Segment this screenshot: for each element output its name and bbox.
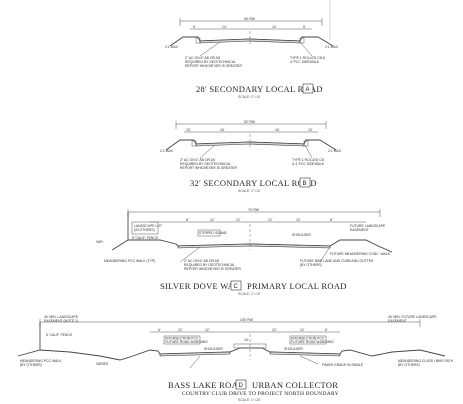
section-a-note-5: REPORT WHICHEVER IS GREATER	[185, 64, 242, 68]
section-b-note-5: REPORT WHICHEVER IS GREATER	[180, 166, 237, 170]
section-c-struct-3: REPORT WHICHEVER IS GREATER	[184, 267, 241, 271]
section-d-note-11: MEANDERING CLASS I BIKE PATH	[398, 359, 454, 363]
section-d-dim-4: 12'	[300, 328, 305, 332]
section-b-dim-3: 10'	[186, 128, 191, 132]
section-c-note-4: MEANDERING PCC WALK (TYP)	[104, 259, 155, 263]
section-d-note-2: EASEMENT (NOTE 1)	[44, 319, 78, 323]
section-c-row: 70' RW	[248, 208, 260, 212]
section-d-dim-median: 14'	[244, 338, 249, 342]
section-d-note-1: 40' MIN. LANDSCAPE	[44, 315, 79, 319]
section-b-note-2: & 4' PCC SIDEWALK	[292, 162, 325, 166]
section-b-dim-4: 10'	[308, 128, 313, 132]
section-b-slope-right: 2:1 MAX	[328, 149, 342, 153]
section-a-row: 50' RW	[244, 17, 256, 21]
section-a-tag	[302, 83, 314, 94]
section-c-scale: SCALE: 1"=10'	[238, 292, 261, 296]
section-c-note-5: STRIPED ISLAND	[199, 231, 227, 235]
section-d-scale: SCALE: 1"=20'	[238, 398, 261, 402]
section-b-row: 52' RW	[244, 120, 256, 124]
section-c-dim-4: 12'	[296, 218, 301, 222]
section-d-note-4: MEANDERING PCC WALK	[20, 359, 62, 363]
section-b-title: 32' SECONDARY LOCAL ROAD	[190, 178, 317, 188]
section-c-dim-1: 12'	[210, 218, 215, 222]
section-d-dim-3: 12'	[272, 328, 277, 332]
section-b-tag-letter: B	[303, 181, 307, 187]
section-a-dim-1: 14'	[222, 25, 227, 29]
section-d-note-9: 40' MIN. FUTURE LANDSCAPE	[388, 315, 437, 319]
section-c-note-1: LANDSCAPE LOT	[134, 224, 162, 228]
section-d-dim-2: 12'	[205, 328, 210, 332]
section-c-title-2: PRIMARY LOCAL ROAD	[247, 281, 347, 291]
section-d-note-7: FUTURE ROAD WIDENING	[165, 340, 208, 344]
section-d-subtitle: COUNTRY CLUB DRIVE TO PROJECT NORTH BOUN…	[182, 391, 339, 397]
section-a-dim-4: 5'	[303, 25, 306, 29]
section-d-note-13: FINISH GRADE IN SWALE	[322, 363, 364, 367]
section-d-title: BASS LAKE ROAD	[168, 380, 244, 390]
section-c-struct-1: 2" AC ON 6" AB OR AS	[184, 259, 220, 263]
section-b-dim-1: 16'	[220, 128, 225, 132]
section-c-tag-letter: C	[234, 284, 239, 290]
section-d-note-10: EASEMENT	[388, 319, 407, 323]
section-d: 100' RW 40' MIN. LANDSCAPE EASEMENT (NOT…	[17, 315, 454, 402]
section-d-note-6b: INTERSECTION PCC	[291, 337, 325, 341]
section-a-title: 28' SECONDARY LOCAL ROAD	[196, 84, 323, 94]
section-c-note-8: EASEMENT	[350, 228, 369, 232]
section-b-slope-left: 2:1 MAX	[160, 149, 174, 153]
section-d-row: 100' RW	[240, 318, 254, 322]
section-c-dim-6: 8'	[330, 218, 333, 222]
section-c-dim-5: 8'	[186, 218, 189, 222]
section-c-dim-3: 12'	[268, 218, 273, 222]
section-c: 70' RW 12' 12' 12' 12' 8' 8' LANDSCAPE L…	[96, 208, 393, 296]
section-a-note-3: 2" AC ON 6" AB OR AS	[185, 56, 221, 60]
section-b-dim-2: 16'	[275, 128, 280, 132]
section-a-dim-3: 5'	[193, 25, 196, 29]
section-c-note-11: (BY OTHERS)	[300, 263, 322, 267]
section-d-dim-6: 6'	[325, 328, 328, 332]
section-b-note-3: 2" AC ON 6" AB OR AS	[180, 158, 216, 162]
section-b: 52' RW 16' 16' 10' 10' 2:1 MAX 2:1 MAX 2…	[160, 120, 342, 193]
section-b-scale: SCALE: 1"=10'	[238, 189, 261, 193]
section-a-slope-left: 2:1 MAX	[165, 45, 179, 49]
section-d-note-5: (BY OTHERS)	[20, 363, 42, 367]
section-c-dim-2: 12'	[236, 218, 241, 222]
section-c-slope: VAR.	[96, 240, 104, 244]
section-d-tag-letter: D	[239, 383, 244, 389]
section-d-dim-5: 6'	[158, 328, 161, 332]
section-c-note-3: 5' CALIF. FENCE	[132, 236, 159, 240]
section-d-slope: VARIES	[96, 362, 109, 366]
section-a-slope-right: 2:1 MAX	[325, 45, 339, 49]
section-d-note-8b: SHOULDER	[284, 347, 303, 351]
section-c-struct-2: REQUIRED BY GEOTECHNICAL	[184, 263, 235, 267]
section-a-dim-2: 14'	[272, 25, 277, 29]
section-d-title-2: URBAN COLLECTOR	[252, 380, 338, 390]
section-d-note-3: 5' CALIF. FENCE	[46, 333, 73, 337]
section-c-note-2: (IN OTHERS)	[134, 228, 155, 232]
section-b-tag	[299, 177, 311, 188]
section-a-scale: SCALE: 1"=10'	[238, 95, 261, 99]
section-a-note-4: REQUIRED BY GEOTECHNICAL	[185, 60, 236, 64]
section-a-note-1: TYPE 1 ROLLED CB &	[290, 56, 326, 60]
section-b-note-4: REQUIRED BY GEOTECHNICAL	[180, 162, 231, 166]
section-a-tag-letter: A	[306, 87, 310, 93]
section-c-note-9: FUTURE MEANDERING CONC. WALK	[330, 252, 391, 256]
section-d-note-12: (BY OTHERS)	[398, 363, 420, 367]
section-d-note-7b: FUTURE ROAD WIDENING	[291, 340, 334, 344]
section-c-note-6: SHOULDER	[292, 233, 311, 237]
section-d-dim-1: 12'	[178, 328, 183, 332]
section-d-tag	[235, 379, 247, 390]
section-a: 50' RW 14' 14' 5' 5' 2:1 MAX 2:1 MAX 2" …	[165, 17, 339, 99]
section-d-note-8: SHOULDER	[204, 347, 223, 351]
section-c-note-10: FUTURE BIKE LANE AND CURB AND GUTTER	[300, 259, 374, 263]
section-b-note-1: TYPE 1 ROLLED CB	[292, 158, 325, 162]
section-c-tag	[230, 280, 242, 291]
section-c-title: SILVER DOVE WAY	[160, 281, 240, 291]
section-d-note-6: INTERSECTION PCC	[165, 337, 199, 341]
section-a-note-2: 4' PCC SIDEWALK	[290, 60, 320, 64]
section-c-note-7: FUTURE LANDSCAPE	[350, 224, 386, 228]
